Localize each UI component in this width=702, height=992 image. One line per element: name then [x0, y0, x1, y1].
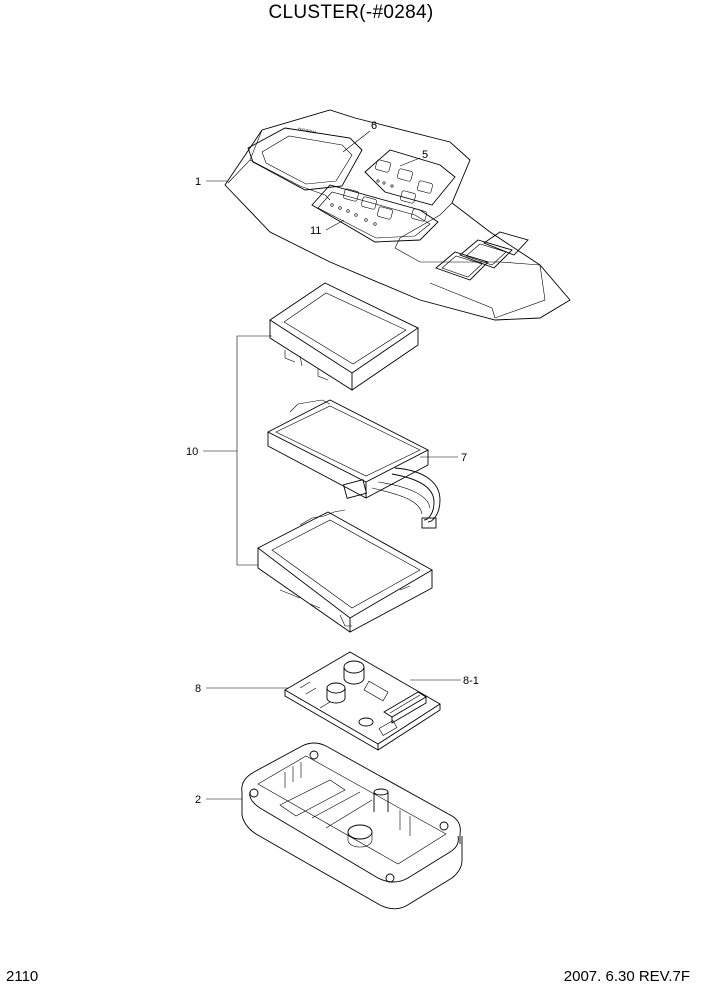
lcd-frame	[269, 282, 419, 391]
connector	[383, 691, 427, 724]
cluster-cover: HYUNDAI	[224, 109, 571, 321]
label-11: 11	[310, 225, 321, 237]
label-5: 5	[422, 149, 428, 161]
leader-lines	[203, 130, 461, 800]
lcd-window	[247, 127, 363, 191]
lcd-module	[267, 399, 441, 529]
label-2: 2	[195, 794, 201, 806]
rocker-buttons	[435, 231, 529, 281]
label-1: 1	[195, 176, 201, 188]
label-7: 7	[461, 452, 467, 464]
membrane-switch	[311, 184, 439, 243]
page-number: 2110	[6, 968, 39, 985]
label-8: 8	[195, 683, 201, 695]
label-10: 10	[186, 446, 198, 458]
page-title: CLUSTER(-#0284)	[268, 2, 434, 23]
label-6: 6	[371, 120, 377, 132]
lcd-case	[257, 509, 433, 633]
revision-date: 2007. 6.30 REV.7F	[563, 968, 690, 985]
lower-case	[241, 742, 463, 910]
group-bracket	[236, 335, 272, 566]
brand-logo: HYUNDAI	[298, 126, 317, 135]
pcb-board	[284, 651, 441, 751]
switch-panel	[364, 149, 456, 206]
label-8-1: 8-1	[463, 675, 479, 687]
part-labels: 1 6 5 11 10 7 8 8-1 2	[186, 120, 479, 806]
